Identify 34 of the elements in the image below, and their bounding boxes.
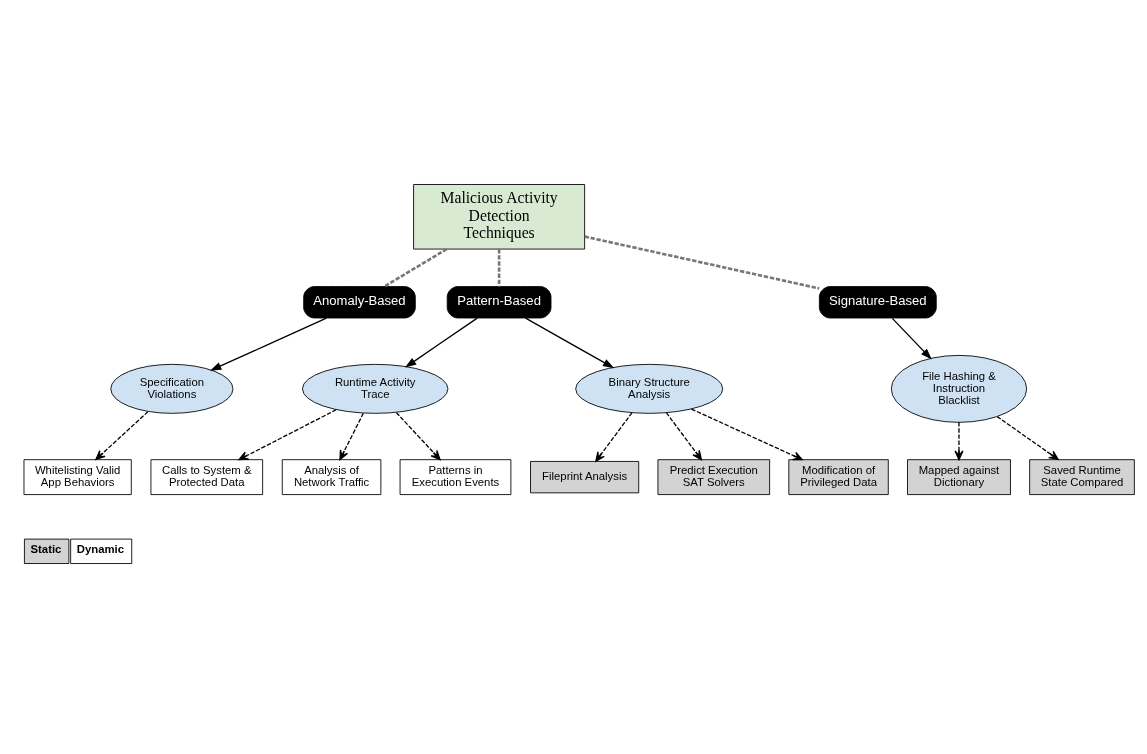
- arrow: [210, 316, 328, 371]
- arrow: [996, 415, 1059, 460]
- node-box: Calls to System & Protected Data: [150, 458, 264, 495]
- node-box: Predict Execution SAT Solvers: [657, 458, 771, 495]
- arrow: [954, 421, 964, 460]
- connector: [497, 248, 501, 286]
- node-ellipse: Runtime Activity Trace: [302, 363, 449, 414]
- arrow: [238, 408, 337, 460]
- arrow: [339, 412, 364, 460]
- node-box: Patterns in Execution Events: [399, 458, 512, 495]
- node-ellipse: File Hashing & Instruction Blacklist: [890, 354, 1028, 423]
- node-box: Mapped against Dictionary: [907, 458, 1011, 495]
- node-ellipse: Binary Structure Analysis: [575, 363, 724, 414]
- node-box: Malicious Activity Detection Techniques: [413, 183, 586, 249]
- arrow: [404, 316, 478, 368]
- connector: [383, 247, 448, 288]
- node-box: Whitelisting Valid App Behaviors: [23, 458, 132, 495]
- arrow: [95, 410, 149, 460]
- node-box: Fileprint Analysis: [530, 460, 640, 493]
- node-box: Anomaly-Based: [303, 285, 416, 318]
- arrow: [891, 317, 932, 360]
- connector: [584, 234, 820, 290]
- arrow: [665, 411, 702, 460]
- legend-label: Dynamic: [76, 542, 124, 555]
- node-box: Analysis of Network Traffic: [281, 458, 382, 495]
- arrow: [395, 411, 441, 460]
- node-box: Signature-Based: [818, 285, 937, 318]
- arrow: [595, 411, 633, 462]
- arrow: [690, 407, 803, 460]
- node-box: Modification of Privileged Data: [788, 458, 889, 495]
- node-box: Saved Runtime State Compared: [1029, 458, 1135, 495]
- arrow: [524, 316, 615, 368]
- legend-label: Static: [30, 542, 62, 555]
- node-box: Pattern-Based: [446, 285, 552, 318]
